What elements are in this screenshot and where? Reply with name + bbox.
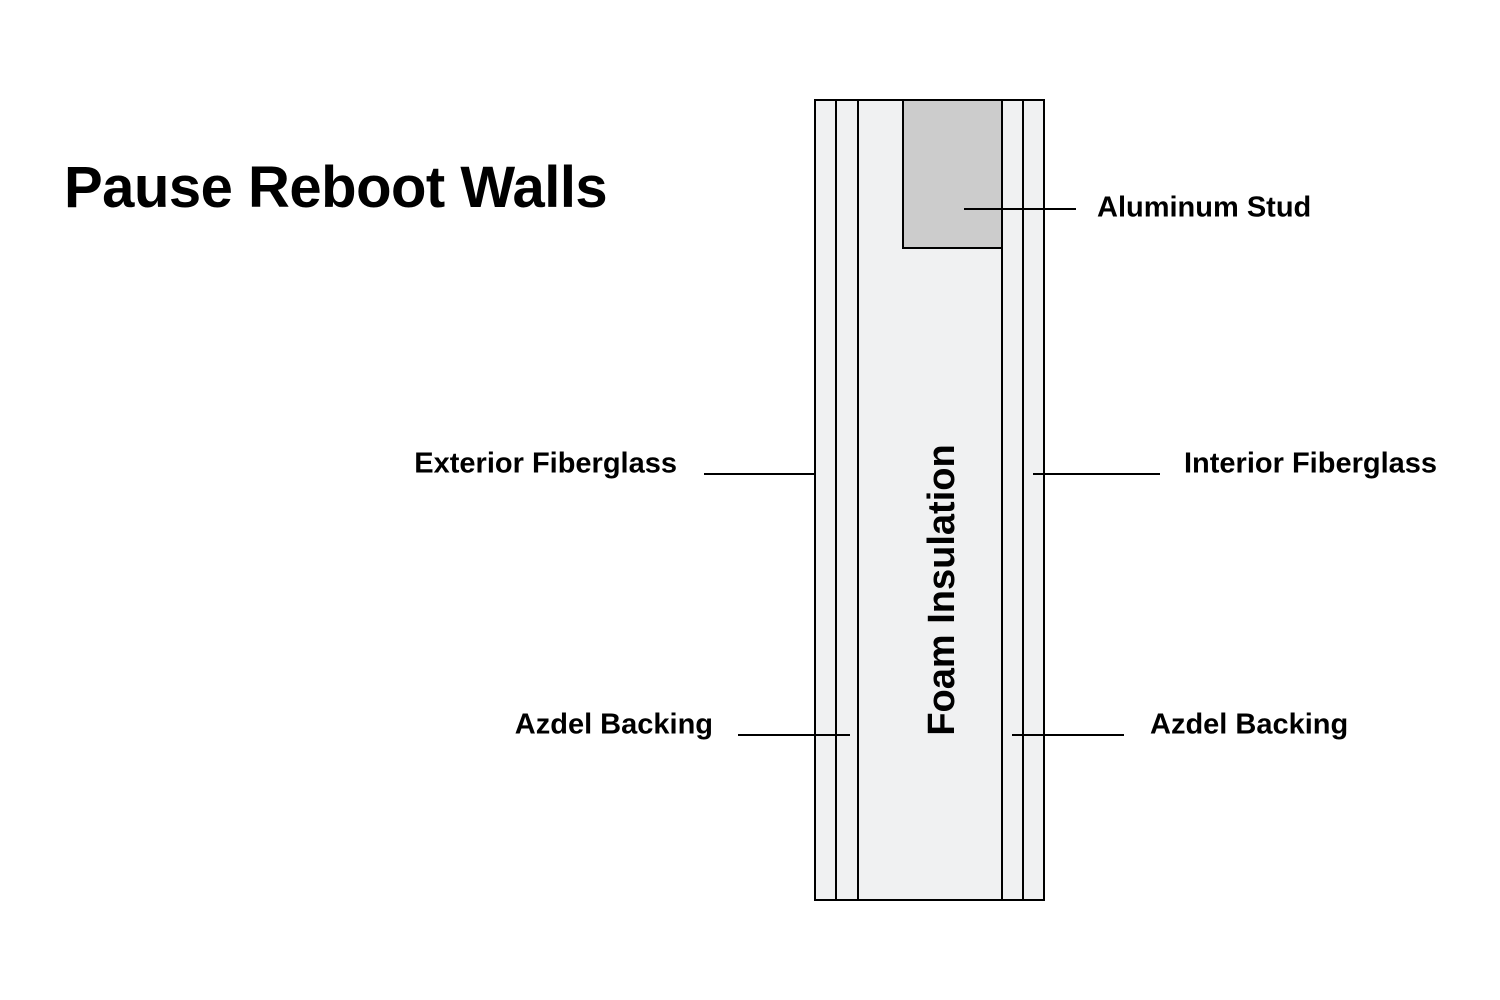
aluminum-stud-label: Aluminum Stud [1097, 192, 1311, 224]
page-title: Pause Reboot Walls [64, 155, 608, 220]
azdel-backing-right-label: Azdel Backing [1150, 709, 1348, 741]
azdel-backing-right-layer [1001, 99, 1024, 901]
foam-insulation-label: Foam Insulation [921, 444, 963, 735]
azdel-backing-left-layer [835, 99, 859, 901]
interior-fiberglass-layer [1022, 99, 1045, 901]
azdel-backing-left-label: Azdel Backing [515, 709, 713, 741]
leader-lines [704, 208, 1160, 736]
exterior-fiberglass-layer [814, 99, 837, 901]
aluminum-stud-block [902, 99, 1003, 249]
wall-panel [814, 99, 1045, 901]
exterior-fiberglass-label: Exterior Fiberglass [414, 448, 677, 480]
interior-fiberglass-label: Interior Fiberglass [1184, 448, 1437, 480]
